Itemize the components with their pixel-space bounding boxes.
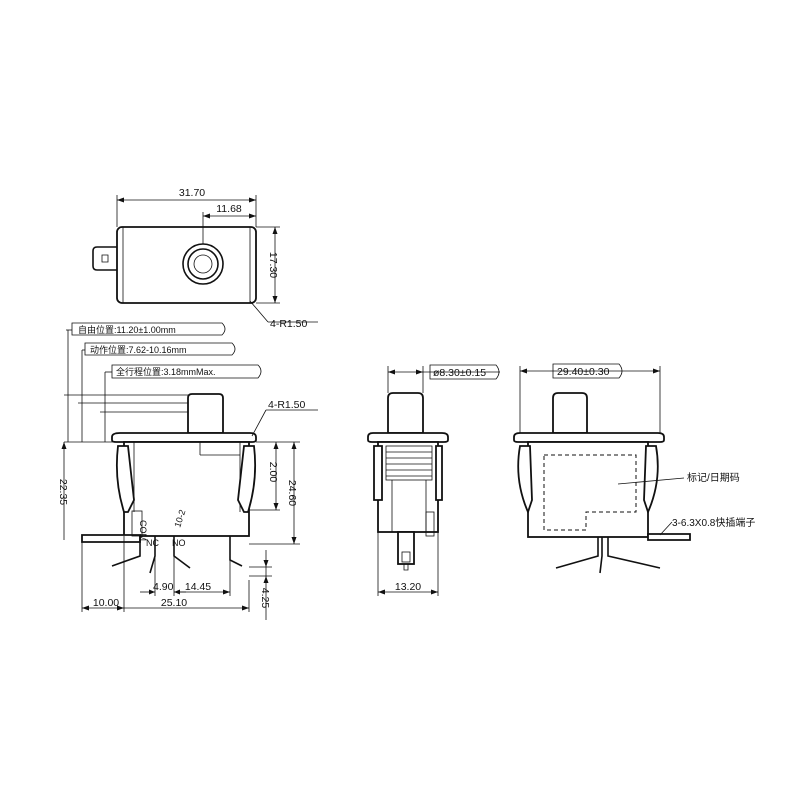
dim-flange-width: 29.40±0.30 [519, 363, 661, 433]
rear-view: 29.40±0.30 标记/日期码 3-6.3X0.8快插端子 [513, 363, 755, 574]
svg-text:ø8.30±0.15: ø8.30±0.15 [433, 367, 486, 379]
side-view: ø8.30±0.15 13.20 [367, 364, 500, 596]
mark-no: NO [172, 538, 186, 548]
svg-text:31.70: 31.70 [179, 187, 205, 199]
dim-body-height: 24.60 [249, 442, 300, 545]
front-view-plunger [187, 393, 224, 434]
mark-com: COM [138, 520, 148, 541]
svg-text:24.60: 24.60 [286, 480, 298, 506]
dim-width: 17.30 [256, 226, 280, 304]
front-view: 自由位置:11.20±1.00mm 动作位置:7.62-10.16mm 全行程位… [57, 322, 318, 620]
svg-text:2.00: 2.00 [267, 462, 279, 483]
rear-view-marking-area [543, 454, 637, 531]
top-view-body [116, 226, 257, 304]
svg-text:3-6.3X0.8快插端子: 3-6.3X0.8快插端子 [672, 516, 755, 529]
svg-text:10.00: 10.00 [93, 597, 119, 609]
svg-text:29.40±0.30: 29.40±0.30 [557, 366, 610, 378]
svg-text:17.30: 17.30 [267, 252, 279, 278]
svg-text:4-R1.50: 4-R1.50 [270, 318, 308, 330]
rear-view-body [527, 441, 649, 538]
side-view-spring [385, 445, 433, 481]
svg-text:动作位置:7.62-10.16mm: 动作位置:7.62-10.16mm [90, 344, 187, 355]
label-marking: 标记/日期码 [617, 472, 740, 485]
svg-text:自由位置:11.20±1.00mm: 自由位置:11.20±1.00mm [78, 324, 176, 335]
rear-view-terminals [555, 537, 661, 574]
svg-text:4-R1.50: 4-R1.50 [268, 399, 306, 411]
side-view-body [377, 441, 439, 533]
dim-front-corner-radius: 4-R1.50 [251, 399, 318, 437]
dim-terminal-pitch: 4.90 [140, 556, 186, 596]
top-view: 31.70 11.68 17.30 4-R1.50 [92, 187, 318, 330]
top-view-plunger [182, 243, 224, 285]
svg-text:4.90: 4.90 [153, 581, 174, 593]
front-view-left-terminal [81, 534, 141, 543]
front-view-left-latch [115, 445, 135, 513]
dim-button-offset: 11.68 [202, 203, 256, 244]
svg-text:25.10: 25.10 [161, 597, 187, 609]
svg-text:4.25: 4.25 [259, 588, 271, 609]
front-view-right-latch [237, 445, 257, 513]
front-view-body [123, 441, 250, 537]
front-view-flange [111, 432, 257, 443]
callout-operating-position: 动作位置:7.62-10.16mm [81, 342, 236, 442]
dim-terminal-span: 14.45 [174, 560, 231, 596]
label-terminals: 3-6.3X0.8快插端子 [659, 516, 755, 536]
svg-text:22.35: 22.35 [57, 479, 69, 505]
side-view-flange [367, 432, 449, 443]
svg-text:11.68: 11.68 [216, 203, 242, 215]
svg-text:全行程位置:3.18mmMax.: 全行程位置:3.18mmMax. [116, 366, 216, 377]
svg-text:14.45: 14.45 [185, 581, 211, 593]
top-view-terminal-tab [92, 246, 117, 271]
dim-overall-height: 22.35 [57, 442, 69, 540]
rear-view-flange [513, 432, 665, 443]
dim-terminal-depth: 4.25 [249, 550, 272, 620]
dim-depth: 13.20 [377, 532, 439, 596]
dim-terminal-overhang: 10.00 [81, 536, 125, 612]
callout-free-position: 自由位置:11.20±1.00mm [66, 322, 226, 442]
dim-top-corner-radius: 4-R1.50 [249, 300, 318, 330]
svg-text:13.20: 13.20 [395, 581, 421, 593]
mark-nc: NC [146, 538, 159, 548]
dim-body-width: 25.10 [124, 580, 250, 612]
callout-total-travel: 全行程位置:3.18mmMax. [104, 364, 262, 442]
side-view-terminal [397, 531, 415, 565]
dim-overall-length: 31.70 [116, 187, 257, 227]
svg-text:标记/日期码: 标记/日期码 [687, 472, 740, 484]
dim-flange-offset: 2.00 [249, 441, 300, 511]
side-view-plunger [387, 392, 424, 434]
rear-view-plunger [552, 392, 588, 434]
dim-plunger-diameter: ø8.30±0.15 [387, 364, 500, 393]
